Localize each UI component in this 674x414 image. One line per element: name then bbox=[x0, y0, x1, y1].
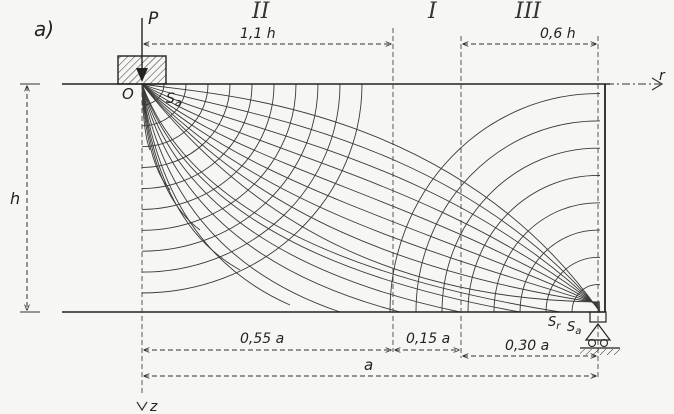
support-arc bbox=[493, 202, 601, 313]
z-axis-label: z bbox=[149, 399, 158, 414]
r-axis-label: r bbox=[659, 68, 666, 84]
load-label: P bbox=[148, 9, 159, 29]
height-label: h bbox=[10, 189, 20, 208]
dim-0-30a-label: 0,30 a bbox=[505, 338, 549, 354]
support-arc bbox=[571, 284, 601, 313]
main-trajectory bbox=[141, 83, 601, 312]
sa-top-label: Sa bbox=[166, 91, 182, 109]
section-lines bbox=[141, 28, 599, 395]
panel-label: a) bbox=[34, 17, 54, 41]
fan-trajectory bbox=[141, 83, 561, 313]
fan-trajectory bbox=[141, 83, 341, 313]
section-label-I: I bbox=[427, 0, 438, 24]
support-arc bbox=[467, 175, 601, 313]
main-trajectory bbox=[141, 83, 601, 304]
fan-trajectory bbox=[141, 83, 401, 313]
dim-a-label: a bbox=[364, 356, 373, 374]
dim-0-55a-label: 0,55 a bbox=[240, 331, 284, 347]
main-trajectory bbox=[141, 83, 601, 310]
dim-0-15a-label: 0,15 a bbox=[406, 331, 450, 347]
main-trajectory bbox=[141, 83, 601, 309]
load-arc bbox=[141, 83, 187, 127]
origin-label: O bbox=[122, 85, 134, 103]
load-arc bbox=[141, 83, 209, 148]
support-triangle bbox=[584, 323, 612, 341]
load-arc bbox=[141, 83, 253, 189]
load-arrow-head bbox=[136, 68, 148, 82]
sa-bottom-label: Sa bbox=[567, 320, 581, 337]
section-label-III: III bbox=[514, 0, 542, 24]
load-arc bbox=[141, 83, 275, 210]
ground-hatch bbox=[580, 349, 620, 355]
height-dimension bbox=[20, 83, 40, 313]
support-arc bbox=[441, 147, 601, 313]
roller-support bbox=[580, 311, 620, 355]
r-axis-arrow bbox=[651, 77, 664, 91]
main-trajectory bbox=[141, 83, 601, 313]
load-arc bbox=[141, 83, 165, 106]
roller-left bbox=[587, 338, 597, 348]
support-arc bbox=[415, 120, 601, 313]
support-arc bbox=[519, 229, 601, 313]
support-arc bbox=[545, 256, 601, 313]
z-axis-arrow bbox=[136, 401, 148, 412]
load-arc bbox=[141, 83, 297, 231]
roller-right bbox=[599, 338, 609, 348]
support-plate bbox=[589, 311, 607, 323]
fan-trajectory bbox=[141, 83, 521, 313]
load-arc bbox=[141, 83, 231, 169]
stress-trajectories bbox=[141, 83, 601, 313]
main-trajectory bbox=[141, 83, 601, 303]
bottom-dimensions bbox=[144, 350, 596, 376]
main-trajectory bbox=[141, 83, 601, 308]
sr-label: Sr bbox=[548, 315, 561, 332]
section-label-II: II bbox=[251, 0, 271, 24]
main-trajectory bbox=[141, 83, 601, 307]
fan-trajectory bbox=[141, 83, 461, 313]
main-trajectory bbox=[141, 83, 601, 305]
load-arc bbox=[141, 83, 341, 273]
load-arc bbox=[141, 83, 363, 294]
dim-1-1h-label: 1,1 h bbox=[240, 26, 276, 42]
load-arc bbox=[141, 83, 319, 252]
dim-0-6h-label: 0,6 h bbox=[540, 26, 576, 42]
support-arc bbox=[389, 93, 601, 313]
